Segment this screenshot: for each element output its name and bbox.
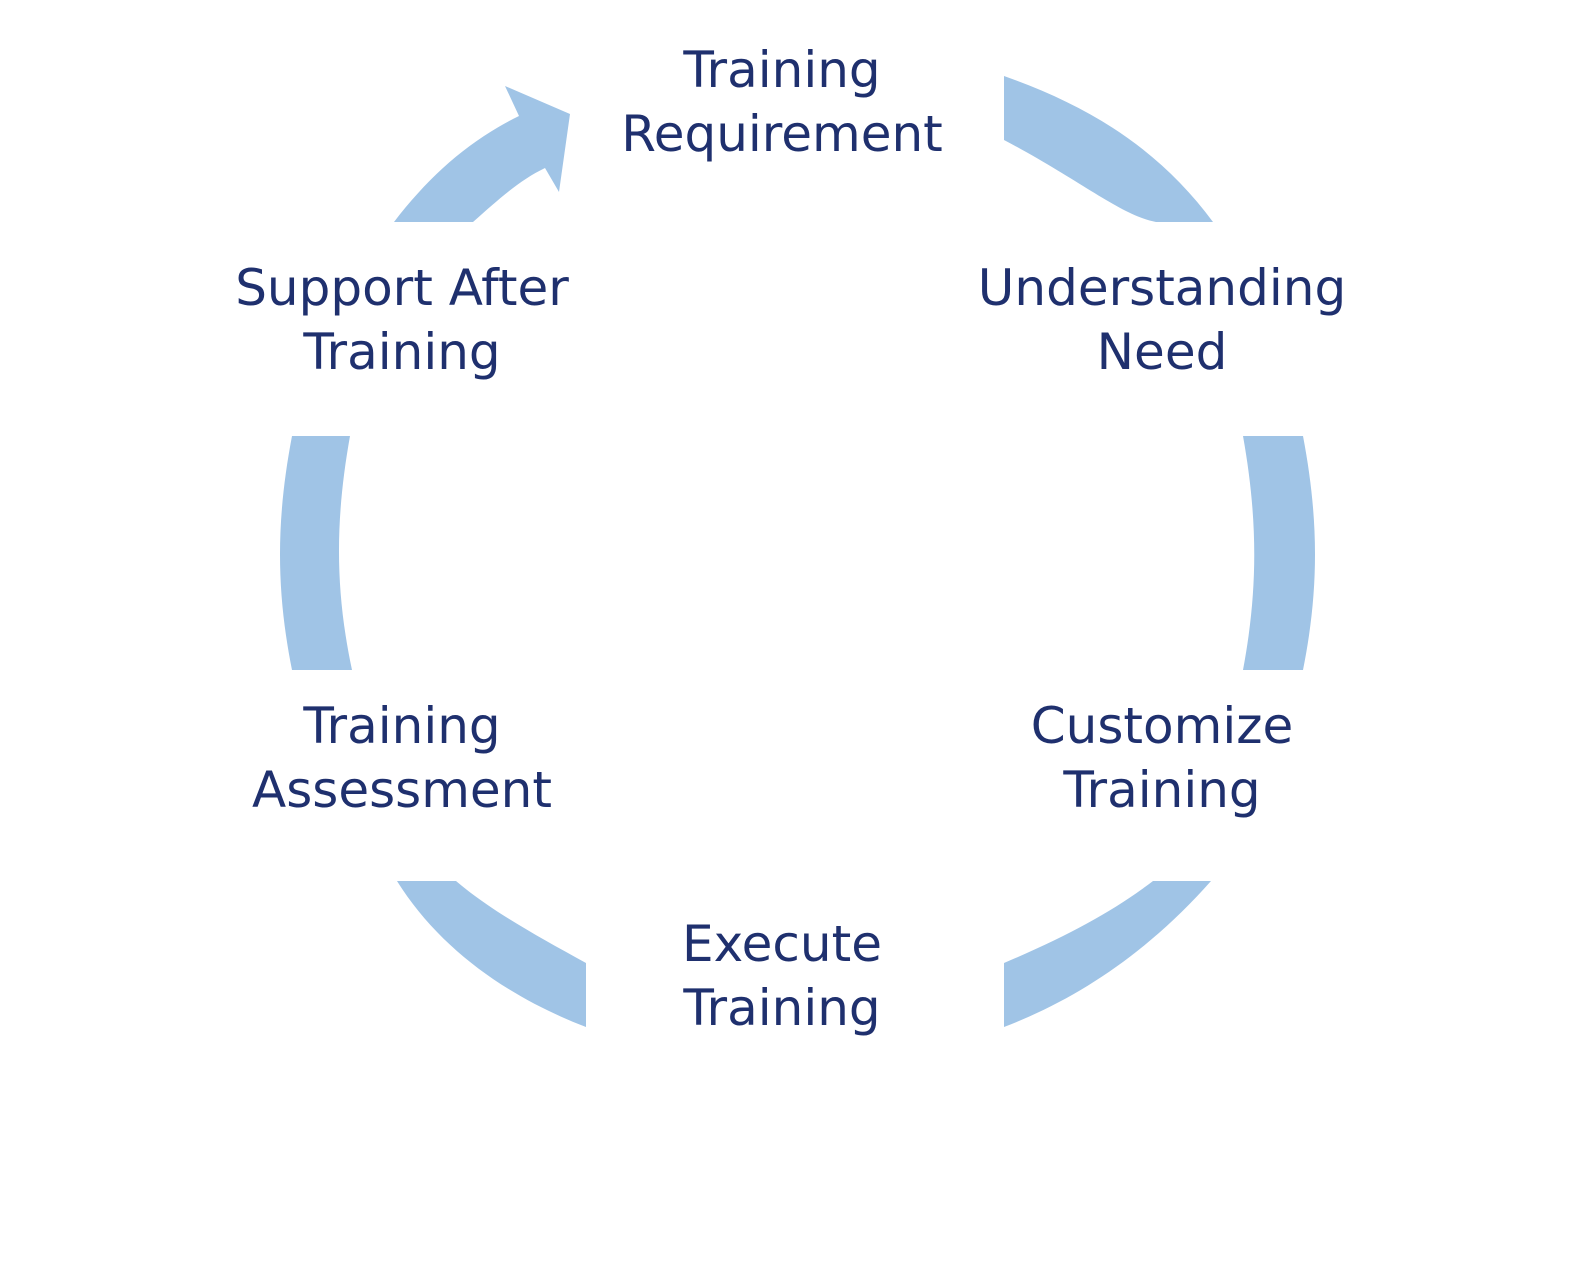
step-label-line: Training — [303, 697, 501, 755]
step-label-line: Understanding — [977, 259, 1347, 317]
step-label-line: Execute — [682, 915, 882, 973]
connector-arc-4-5 — [397, 881, 586, 1027]
connector-arc-3-4 — [1004, 881, 1211, 1027]
step-training-assessment: Training Assessment — [192, 694, 612, 822]
connector-arc-2-3 — [1243, 436, 1315, 670]
step-support-after-training: Support After Training — [192, 256, 612, 384]
step-label-line: Training — [1063, 761, 1261, 819]
step-understanding-need: Understanding Need — [952, 256, 1372, 384]
step-training-requirement: Training Requirement — [572, 38, 992, 166]
step-label-line: Requirement — [621, 105, 943, 163]
step-label-line: Support After — [235, 259, 569, 317]
step-customize-training: Customize Training — [952, 694, 1372, 822]
connector-arrow-6-1 — [394, 86, 570, 222]
step-label-line: Training — [683, 41, 881, 99]
step-label-line: Need — [1096, 323, 1228, 381]
connector-arc-1-2 — [1004, 76, 1213, 222]
step-label-line: Assessment — [252, 761, 552, 819]
step-label-line: Training — [683, 979, 881, 1037]
connector-arc-5-6 — [280, 436, 352, 670]
step-execute-training: Execute Training — [572, 912, 992, 1040]
step-label-line: Customize — [1030, 697, 1294, 755]
step-label-line: Training — [303, 323, 501, 381]
